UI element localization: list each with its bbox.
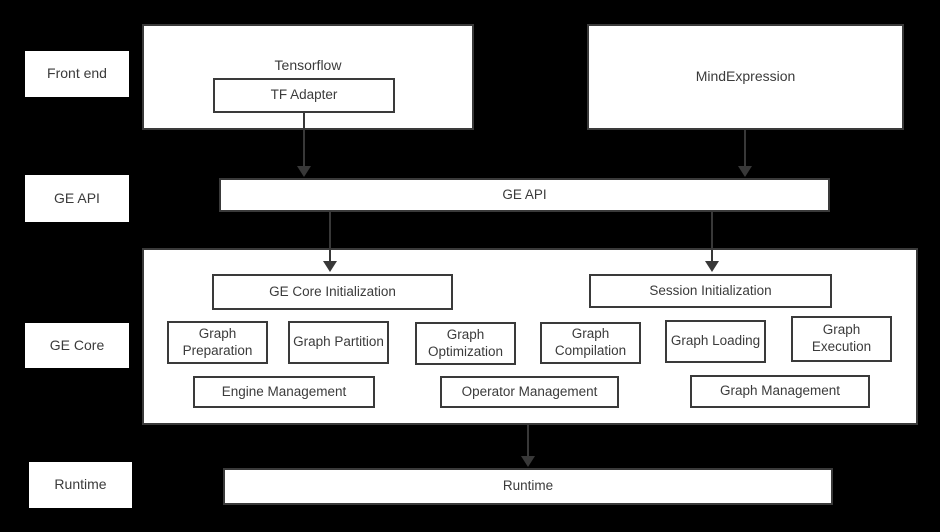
module-graph-execution: Graph Execution (791, 316, 892, 362)
arrow-mindexpression-to-ge-api (744, 130, 746, 166)
module-graph-loading-label: Graph Loading (670, 333, 761, 349)
row-label-runtime: Runtime (29, 462, 132, 508)
mindexpression-box: MindExpression (587, 24, 904, 130)
tf-adapter-label: TF Adapter (270, 87, 338, 103)
module-graph-preparation: Graph Preparation (167, 321, 268, 364)
graph-management-label: Graph Management (719, 383, 841, 399)
ge-api-bar: GE API (219, 178, 830, 212)
module-graph-partition: Graph Partition (288, 321, 389, 364)
row-label-ge-api: GE API (25, 175, 129, 222)
runtime-bar: Runtime (223, 468, 833, 505)
engine-management-box: Engine Management (193, 376, 375, 408)
module-graph-compilation-label: Graph Compilation (554, 326, 627, 358)
session-initialization-box: Session Initialization (589, 274, 832, 308)
operator-management-label: Operator Management (461, 383, 598, 399)
row-label-ge-core: GE Core (25, 323, 129, 368)
tensorflow-title: Tensorflow (274, 57, 342, 73)
tf-adapter-box: TF Adapter (213, 78, 395, 113)
ge-api-bar-label: GE API (502, 186, 547, 202)
module-graph-preparation-label: Graph Preparation (182, 325, 253, 358)
row-label-ge-api-text: GE API (54, 189, 100, 206)
module-graph-loading: Graph Loading (665, 320, 766, 363)
module-graph-compilation: Graph Compilation (540, 322, 641, 364)
module-graph-partition-label: Graph Partition (293, 334, 384, 350)
row-label-ge-core-text: GE Core (49, 336, 105, 353)
module-graph-execution-label: Graph Execution (811, 322, 872, 354)
module-graph-optimization: Graph Optimization (415, 322, 516, 365)
module-graph-optimization-label: Graph Optimization (427, 326, 504, 359)
session-initialization-label: Session Initialization (649, 282, 772, 298)
row-label-front-end: Front end (25, 51, 129, 97)
operator-management-box: Operator Management (440, 376, 619, 408)
arrow-ge-api-to-session-initialization (711, 211, 713, 261)
tensorflow-box: Tensorflow (142, 24, 474, 130)
ge-core-initialization-box: GE Core Initialization (212, 274, 453, 310)
runtime-bar-label: Runtime (502, 478, 554, 494)
row-label-front-end-text: Front end (47, 65, 107, 82)
row-label-runtime-text: Runtime (54, 476, 107, 493)
mindexpression-label: MindExpression (695, 68, 796, 85)
arrow-ge-core-to-runtime (527, 425, 529, 456)
graph-management-box: Graph Management (690, 375, 870, 408)
arrow-ge-api-to-ge-core-initialization (329, 211, 331, 261)
engine-management-label: Engine Management (221, 383, 347, 399)
ge-core-initialization-label: GE Core Initialization (269, 283, 396, 299)
arrow-tf-adapter-to-ge-api (303, 113, 305, 166)
